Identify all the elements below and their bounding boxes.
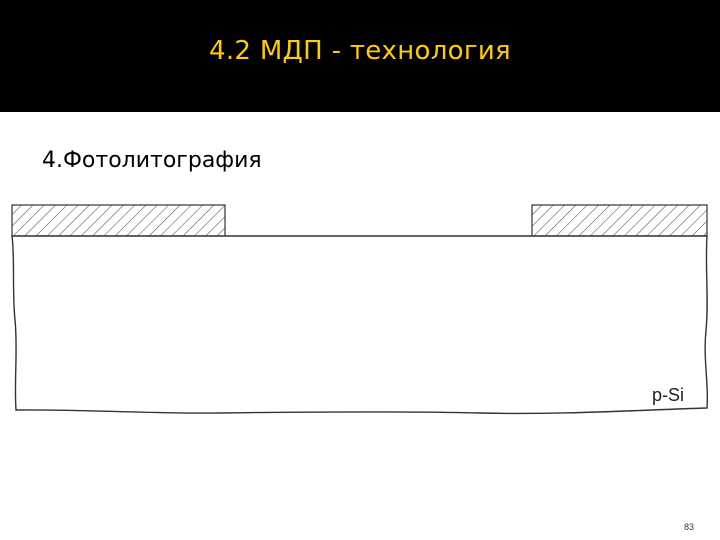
substrate-outline — [11, 235, 709, 415]
slide-subtitle: 4.Фотолитография — [42, 148, 262, 173]
substrate-label: p-Si — [652, 385, 684, 405]
slide-title: 4.2 МДП - технология — [209, 36, 511, 66]
photoresist-right — [531, 204, 708, 237]
title-bar: 4.2 МДП - технология — [0, 0, 720, 112]
photoresist-left — [11, 204, 226, 237]
page-number: 83 — [684, 522, 695, 532]
